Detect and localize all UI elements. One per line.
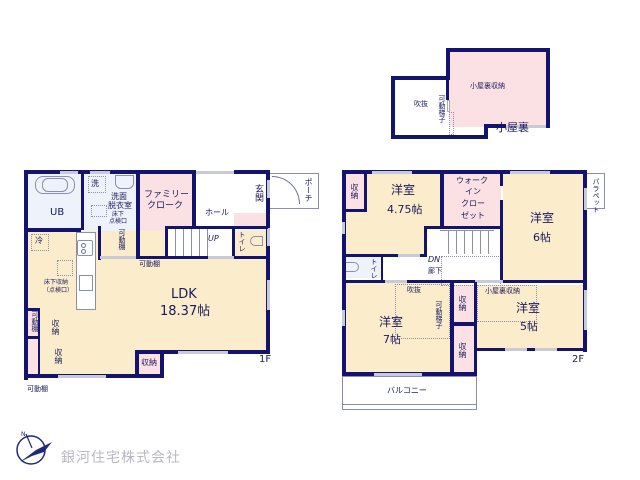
movable-shelf-label: 可動棚	[139, 260, 160, 268]
underfloor-storage-hatch	[57, 260, 73, 276]
storage-m2-2f	[454, 326, 474, 374]
stairs-1f	[167, 229, 233, 256]
western-d-size: 5帖	[520, 320, 538, 333]
wic-label-3: クロー	[461, 199, 485, 208]
storage-b-label: 収納	[54, 348, 63, 364]
storage-c-floor	[138, 353, 163, 375]
washroom-label-2: 脱衣室	[108, 201, 132, 210]
washroom-label-1: 洗面	[111, 192, 127, 201]
company-name: 銀河住宅株式会社	[61, 450, 181, 466]
balcony-label: バルコニー	[387, 386, 427, 395]
toilet-2f	[342, 256, 382, 278]
floor2-label: 2F	[572, 354, 585, 365]
wic-label-1: ウォーク	[456, 176, 488, 185]
stove-icon	[77, 240, 93, 256]
void-outline-2f	[395, 284, 450, 339]
ub-label: UB	[50, 207, 65, 218]
stairs-up-label: UP	[208, 234, 219, 243]
western-d-name: 洋室	[516, 301, 541, 315]
attic-storage-2f-label: 小屋裏収納	[485, 287, 520, 295]
underfloor-storage-label-2: （点検口）	[43, 287, 74, 294]
wic-label-4: ゼット	[461, 211, 485, 220]
underfloor-check-label-2: 点検口	[109, 218, 128, 225]
toilet-2f-label: トイレ	[370, 258, 378, 279]
attic-void-label: 吹抜	[414, 100, 428, 108]
ldk-size: 18.37帖	[160, 304, 211, 319]
fridge-label: 冷	[35, 236, 43, 245]
western-c-size: 7帖	[383, 333, 401, 346]
corridor	[382, 256, 502, 280]
porch-label: ポーチ	[304, 178, 313, 202]
storage-c-label: 収納	[141, 358, 157, 367]
washbasin-icon	[115, 175, 134, 189]
family-closet-label-2: クローク	[147, 201, 184, 211]
western-c-name: 洋室	[379, 315, 404, 329]
sink-icon	[79, 275, 93, 291]
ldk-name: LDK	[171, 287, 197, 302]
walk-in-closet	[443, 173, 501, 226]
attic-void-floor	[395, 79, 449, 135]
toilet-2f-icon	[345, 262, 359, 272]
hall-label: ホール	[205, 208, 229, 217]
storage-m2-label: 収納	[458, 342, 467, 358]
attic-storage-outline-2f	[477, 285, 537, 322]
storage-a-label: 収納	[51, 319, 60, 335]
storage-m1-2f	[454, 285, 474, 322]
shelf-bottom-label: 可動棚	[27, 385, 48, 393]
attic-storage-floor	[450, 51, 547, 127]
laundry-label: 洗	[91, 179, 99, 188]
parapet-label: パラペット	[592, 178, 600, 213]
svg-text:N: N	[21, 431, 26, 438]
western-room-b	[503, 173, 583, 283]
fridge-space	[31, 234, 49, 251]
stairs-down-label: DN	[428, 255, 441, 264]
attic-storage-label: 小屋裏収納	[470, 82, 505, 90]
western-a-name: 洋室	[391, 183, 416, 197]
western-b-size: 6帖	[533, 231, 551, 244]
family-closet-label-1: ファミリー	[144, 190, 190, 200]
western-b-name: 洋室	[530, 211, 555, 225]
attic-ladder-label: 可動梯子	[438, 95, 446, 123]
attic-title: 小屋裏	[496, 121, 529, 134]
laundry-space	[88, 176, 106, 193]
toilet-1f-label: トイレ	[238, 231, 246, 252]
underfloor-check-label-1: 床下	[112, 211, 125, 218]
compass-bird-logo-icon: N	[14, 428, 54, 468]
void-2f-label: 吹抜	[407, 286, 421, 294]
underfloor-storage-label-1: 床下収納	[44, 279, 69, 286]
ldk-lower	[27, 353, 135, 375]
washroom-shelf-label: 可動棚	[118, 229, 126, 250]
entrance-step	[234, 213, 267, 227]
bathtub-icon	[35, 176, 75, 194]
wic-label-2: イン	[465, 187, 481, 196]
shelf-left-label: 可動棚	[31, 311, 39, 332]
western-room-d	[477, 285, 583, 350]
corridor-label: 廊下	[428, 267, 442, 275]
underfloor-check-hatch	[91, 205, 107, 217]
western-room-c	[342, 283, 450, 375]
entrance-label: 玄関	[253, 184, 263, 202]
storage-m1-label: 収納	[458, 295, 467, 311]
western-a-size: 4.75帖	[387, 203, 423, 216]
floor1-label: 1F	[259, 354, 272, 365]
toilet-1f-icon	[250, 236, 263, 246]
ladder-2f-label: 可動梯子	[435, 301, 443, 329]
storage-tl-label: 収納	[350, 183, 359, 199]
